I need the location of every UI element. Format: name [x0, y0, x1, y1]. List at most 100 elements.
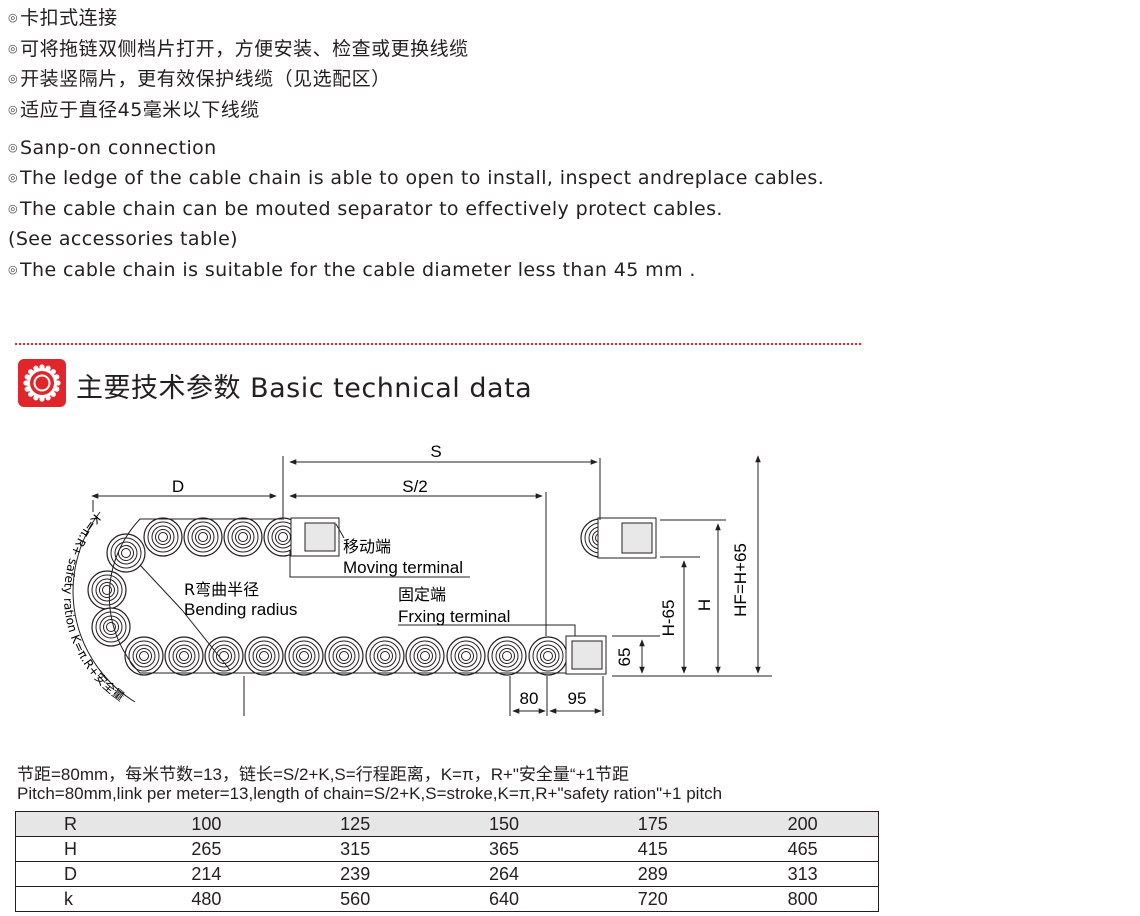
- table-cell: 480: [132, 886, 281, 912]
- feature-zh-text: 卡扣式连接: [20, 7, 118, 29]
- table-cell: 175: [578, 811, 728, 837]
- table-row-label: H: [15, 836, 132, 862]
- gear-icon: [18, 359, 66, 407]
- bullet-icon: ◎: [8, 202, 18, 215]
- note-en: Pitch=80mm,link per meter=13,length of c…: [17, 784, 723, 803]
- moving-leader: [289, 550, 470, 578]
- fixed-terminal-en: Frxing terminal: [398, 607, 510, 626]
- chain-outline-outer: [108, 518, 570, 674]
- radius-leader: [139, 564, 183, 611]
- moving-leader-top: [335, 523, 345, 539]
- table-row-label: R: [15, 811, 132, 837]
- feature-en-text: The ledge of the cable chain is able to …: [20, 167, 825, 189]
- chain-link: [528, 636, 568, 676]
- chain-links: [87, 517, 620, 676]
- cable-chain-diagram: S S/2 D 80 95 65 H-65 H HF=H+65 移动端 Movi…: [61, 442, 772, 716]
- table-cell: 560: [280, 886, 430, 912]
- table-cell: 800: [727, 886, 880, 912]
- feature-en-line: ◎The cable chain can be mouted separator…: [8, 198, 723, 220]
- table-row-label: k: [15, 886, 132, 912]
- dim-95-label: 95: [568, 689, 587, 708]
- note-zh: 节距=80mm，每米节数=13，链长=S/2+K,S=行程距离，K=π，R+"安…: [17, 765, 629, 784]
- bullet-icon: ◎: [8, 103, 19, 116]
- bullet-icon: ◎: [8, 141, 18, 154]
- chain-arc-curve: [72, 511, 136, 703]
- bending-radius-en: Bending radius: [184, 600, 297, 619]
- bullet-icon: ◎: [8, 72, 19, 85]
- chain-link: [487, 636, 527, 676]
- table-cell: 264: [429, 861, 579, 887]
- feature-zh-line: ◎开装竖隔片，更有效保护线缆（见选配区）: [8, 64, 391, 91]
- dim-65-label: 65: [615, 648, 634, 667]
- chain-link: [183, 517, 223, 557]
- table-cell: 313: [727, 861, 880, 887]
- end-terminal-plate: [621, 522, 653, 554]
- moving-terminal-zh: 移动端: [343, 537, 391, 556]
- chain-link: [223, 517, 263, 557]
- bullet-icon: ◎: [8, 263, 18, 276]
- fixed-leader: [398, 624, 576, 636]
- table-cell: 465: [727, 836, 880, 862]
- feature-zh-line: ◎适应于直径45毫米以下线缆: [8, 95, 260, 122]
- table-cell: 289: [578, 861, 728, 887]
- table-cell: 315: [280, 836, 430, 862]
- dim-h65-label: H-65: [659, 600, 678, 637]
- chain-link: [106, 533, 146, 573]
- table-cell: 365: [429, 836, 579, 862]
- feature-en-text: Sanp-on connection: [20, 137, 217, 159]
- moving-terminal-plate: [304, 522, 336, 552]
- table-cell: 265: [132, 836, 281, 862]
- table-cell: 720: [578, 886, 728, 912]
- dim-h-label: H: [695, 599, 714, 611]
- section-title: 主要技术参数 Basic technical data: [76, 373, 533, 404]
- table-cell: 100: [132, 811, 281, 837]
- feature-zh-text: 开装竖隔片，更有效保护线缆（见选配区）: [20, 68, 391, 90]
- feature-en-text: The cable chain is suitable for the cabl…: [20, 259, 696, 281]
- chain-link: [405, 636, 445, 676]
- bending-radius-zh: R弯曲半径: [184, 580, 259, 599]
- fixed-terminal-zh: 固定端: [398, 585, 446, 604]
- chain-link: [446, 636, 486, 676]
- feature-zh-text: 可将拖链双侧档片打开，方便安装、检查或更换线缆: [20, 38, 469, 60]
- chain-link: [365, 636, 405, 676]
- chain-link: [204, 636, 244, 676]
- bullet-icon: ◎: [8, 171, 18, 184]
- feature-zh-line: ◎可将拖链双侧档片打开，方便安装、检查或更换线缆: [8, 34, 469, 61]
- radius-leader-2: [181, 609, 231, 671]
- chain-link: [164, 636, 204, 676]
- fixed-terminal-plate: [571, 640, 603, 670]
- table-cell: 125: [280, 811, 430, 837]
- table-cell: 640: [429, 886, 579, 912]
- feature-zh-text: 适应于直径45毫米以下线缆: [20, 99, 260, 121]
- table-cell: 200: [727, 811, 880, 837]
- table-row-label: D: [15, 861, 132, 887]
- feature-zh-line: ◎卡扣式连接: [8, 3, 118, 30]
- feature-en-line: (See accessories table): [8, 228, 238, 250]
- chain-link: [324, 636, 364, 676]
- dim-s-label: S: [430, 442, 441, 461]
- chain-link: [124, 636, 164, 676]
- dim-hf-label: HF=H+65: [731, 543, 750, 617]
- moving-terminal-en: Moving terminal: [343, 558, 463, 577]
- dim-80-label: 80: [520, 689, 539, 708]
- section-divider: [15, 343, 861, 345]
- table-cell: 150: [429, 811, 579, 837]
- chain-link: [143, 517, 183, 557]
- feature-en-text: The cable chain can be mouted separator …: [20, 198, 723, 220]
- chain-link: [91, 607, 131, 647]
- chain-link: [87, 570, 127, 610]
- feature-en-line: ◎Sanp-on connection: [8, 137, 217, 159]
- dim-d-label: D: [172, 477, 184, 496]
- chain-link: [284, 636, 324, 676]
- table-cell: 239: [280, 861, 430, 887]
- dim-s2-label: S/2: [402, 477, 428, 496]
- chain-link: [244, 636, 284, 676]
- table-cell: 214: [132, 861, 281, 887]
- feature-en-line: ◎The ledge of the cable chain is able to…: [8, 167, 824, 189]
- bullet-icon: ◎: [8, 11, 19, 24]
